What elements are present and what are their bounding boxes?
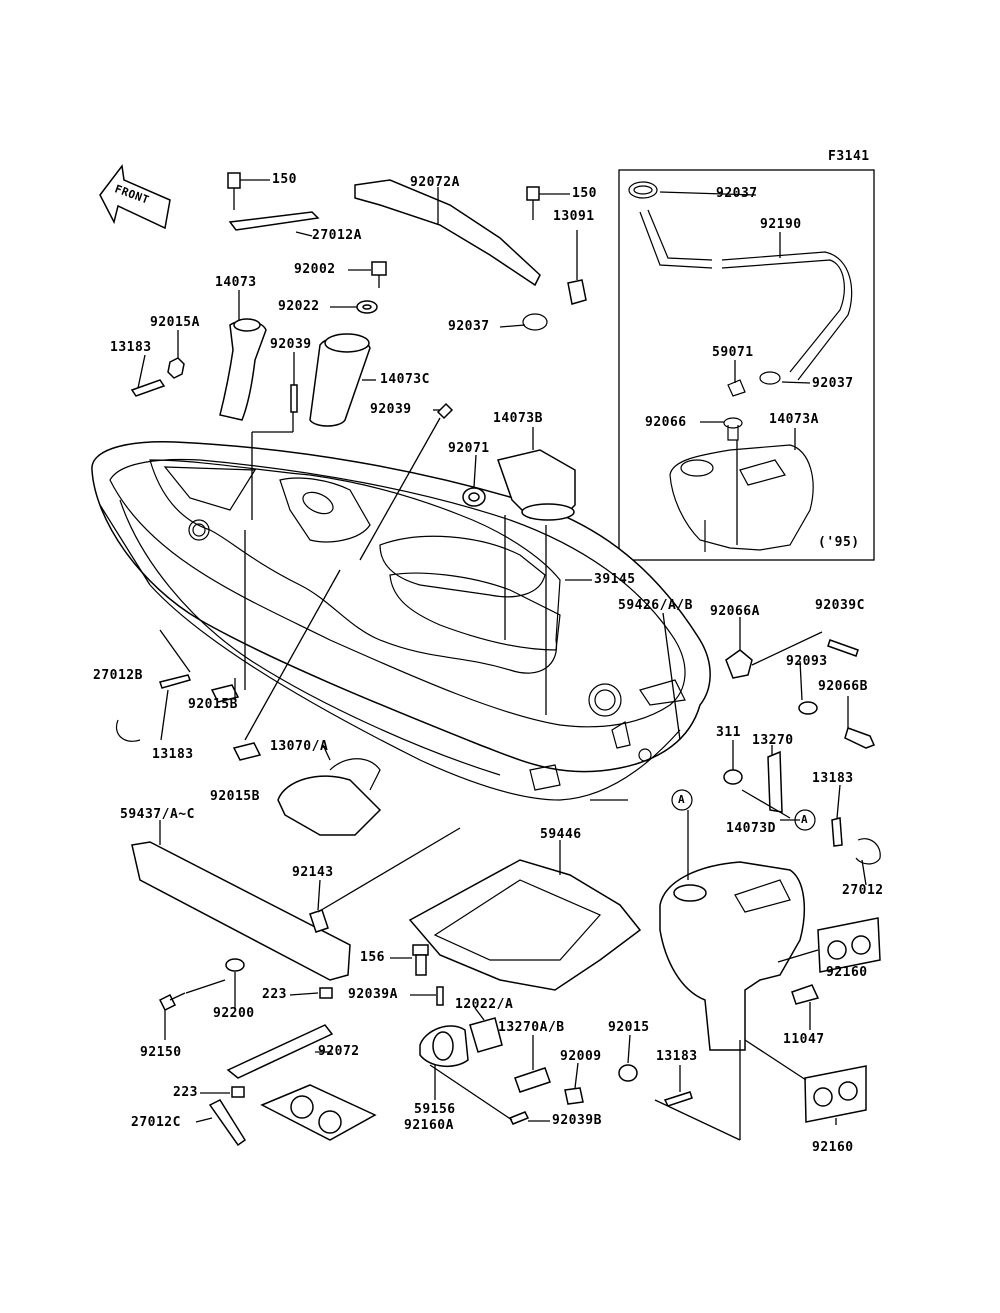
callout-circle-a-1 bbox=[671, 789, 693, 811]
part-label: 13270 bbox=[752, 733, 794, 748]
part-label: 27012B bbox=[93, 668, 143, 683]
callout-letter-1: A bbox=[678, 793, 686, 806]
part-label: 14073C bbox=[380, 372, 430, 387]
part-label: 92066A bbox=[710, 604, 760, 619]
inset-part-label: 92066 bbox=[645, 415, 687, 430]
callout-circle-a-2 bbox=[794, 809, 816, 831]
part-label: 13070/A bbox=[270, 739, 329, 754]
part-label: 59437/A~C bbox=[120, 807, 195, 822]
part-label: 27012A bbox=[312, 228, 362, 243]
part-label: 59156 bbox=[414, 1102, 456, 1117]
part-label: 92160 bbox=[812, 1140, 854, 1155]
part-label: 13091 bbox=[553, 209, 595, 224]
part-label: 92071 bbox=[448, 441, 490, 456]
part-label: 92200 bbox=[213, 1006, 255, 1021]
part-label: 13270A/B bbox=[498, 1020, 565, 1035]
part-label: 92039C bbox=[815, 598, 865, 613]
part-label: 92093 bbox=[786, 654, 828, 669]
front-arrow-icon bbox=[99, 164, 171, 230]
part-label: 92039 bbox=[370, 402, 412, 417]
part-label: 13183 bbox=[656, 1049, 698, 1064]
part-label: 92160 bbox=[826, 965, 868, 980]
part-label: 92143 bbox=[292, 865, 334, 880]
part-label: 27012 bbox=[842, 883, 884, 898]
part-label: 92039 bbox=[270, 337, 312, 352]
inset-part-label: 14073A bbox=[769, 412, 819, 427]
part-label: 39145 bbox=[594, 572, 636, 587]
part-label: 92015B bbox=[210, 789, 260, 804]
part-label: 14073D bbox=[726, 821, 776, 836]
part-label: 13183 bbox=[812, 771, 854, 786]
part-label: 311 bbox=[716, 725, 741, 740]
part-label: 92022 bbox=[278, 299, 320, 314]
part-label: 92150 bbox=[140, 1045, 182, 1060]
part-label: 92002 bbox=[294, 262, 336, 277]
callout-letter-2: A bbox=[801, 813, 809, 826]
part-label: 12022/A bbox=[455, 997, 514, 1012]
inset-part-label: 59071 bbox=[712, 345, 754, 360]
figure-code: F3141 bbox=[828, 149, 870, 164]
part-label: 92039A bbox=[348, 987, 398, 1002]
inset-part-label: 92190 bbox=[760, 217, 802, 232]
part-label: 92009 bbox=[560, 1049, 602, 1064]
inset-part-label: 92037 bbox=[812, 376, 854, 391]
part-label: 150 bbox=[272, 172, 297, 187]
part-label: 92039B bbox=[552, 1113, 602, 1128]
upper-left-parts bbox=[130, 172, 587, 521]
part-label: 27012C bbox=[131, 1115, 181, 1130]
inset-parts bbox=[628, 181, 853, 552]
hull-body bbox=[91, 441, 711, 801]
part-label: 14073 bbox=[215, 275, 257, 290]
part-label: 59446 bbox=[540, 827, 582, 842]
part-label: 59426/A/B bbox=[618, 598, 693, 613]
part-label: 14073B bbox=[493, 411, 543, 426]
part-label: 92072 bbox=[318, 1044, 360, 1059]
part-label: 92072A bbox=[410, 175, 460, 190]
part-label: 13183 bbox=[110, 340, 152, 355]
leader-lines bbox=[99, 179, 867, 1141]
part-label: 11047 bbox=[783, 1032, 825, 1047]
part-label: 13183 bbox=[152, 747, 194, 762]
right-side-parts bbox=[659, 639, 881, 1123]
part-label: 92015B bbox=[188, 697, 238, 712]
inset-note: ('95) bbox=[818, 535, 860, 550]
part-label: 156 bbox=[360, 950, 385, 965]
part-label: 92015A bbox=[150, 315, 200, 330]
lower-parts bbox=[116, 674, 693, 1147]
part-label: 92037 bbox=[448, 319, 490, 334]
part-label: 223 bbox=[262, 987, 287, 1002]
inset-frame bbox=[618, 169, 875, 561]
part-label: 92015 bbox=[608, 1020, 650, 1035]
part-label: 92160A bbox=[404, 1118, 454, 1133]
inset-part-label: 92037 bbox=[716, 186, 758, 201]
part-label: 223 bbox=[173, 1085, 198, 1100]
part-label: 150 bbox=[572, 186, 597, 201]
part-label: 92066B bbox=[818, 679, 868, 694]
